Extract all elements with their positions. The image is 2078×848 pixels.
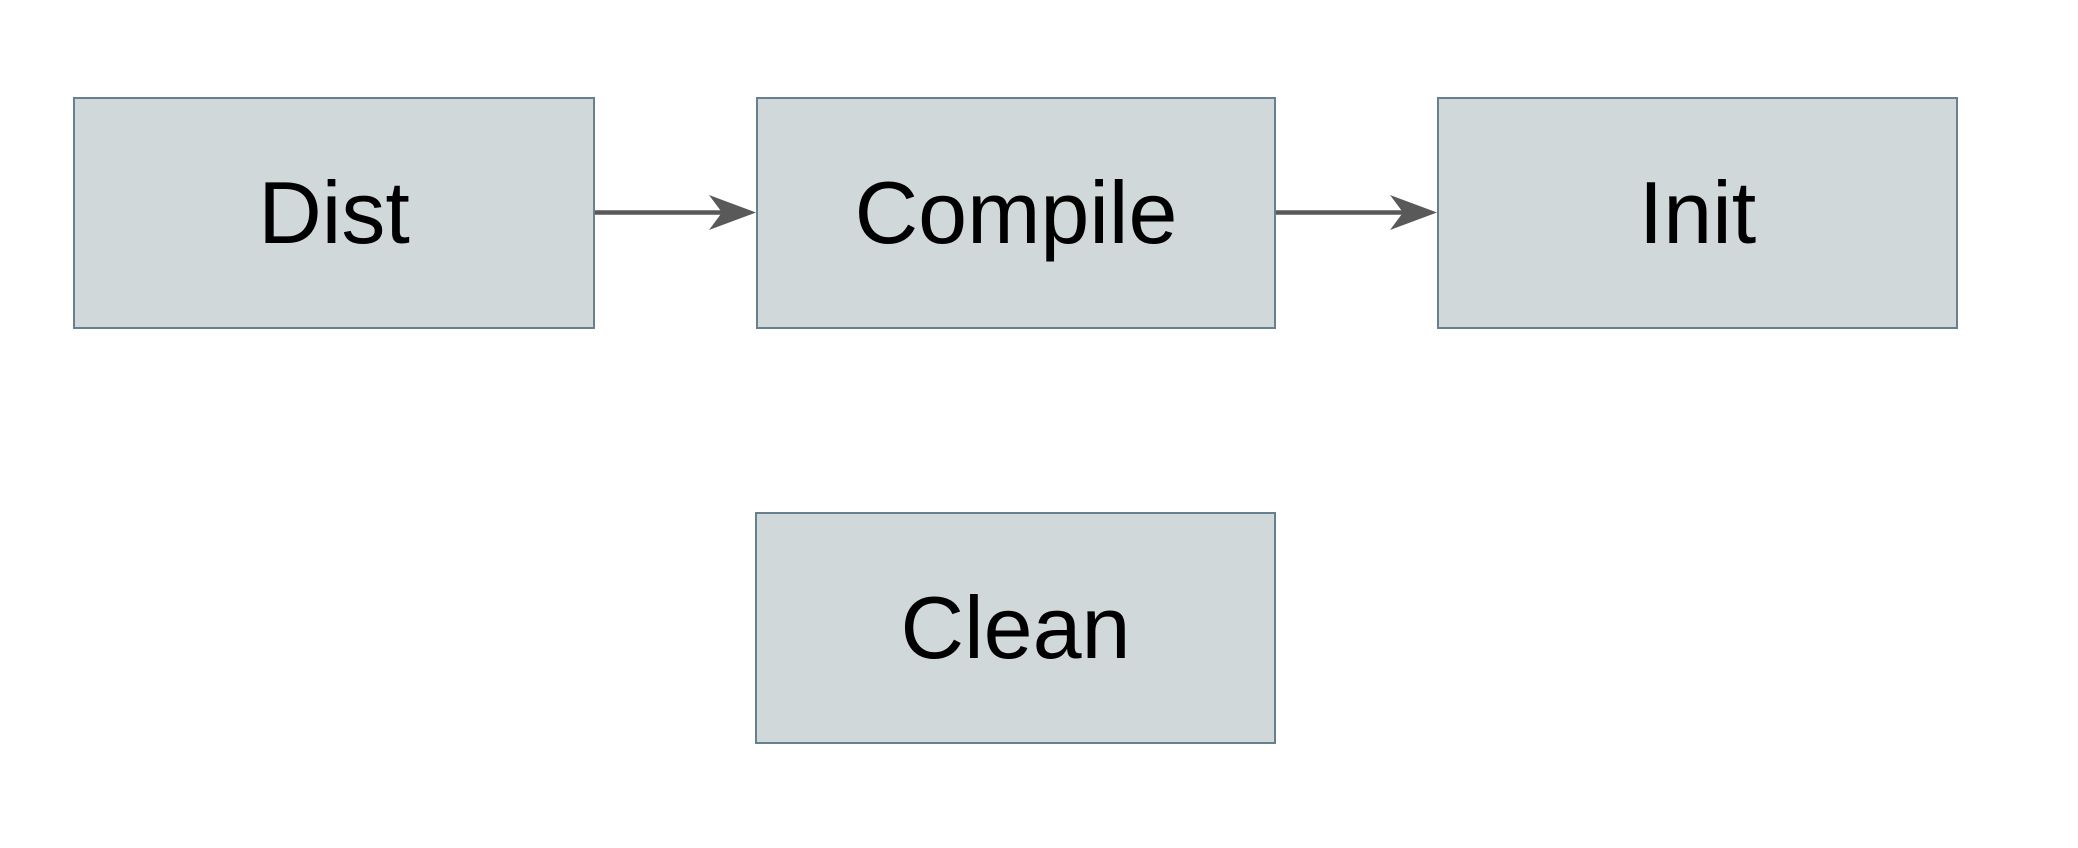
node-clean: Clean: [755, 512, 1276, 744]
arrow-head-icon: [709, 195, 756, 230]
node-compile-label: Compile: [854, 163, 1178, 262]
arrow-head-icon: [1390, 195, 1437, 230]
node-init: Init: [1437, 97, 1958, 329]
edge-dist-compile: [595, 195, 756, 230]
node-clean-label: Clean: [900, 578, 1131, 677]
edge-compile-init: [1276, 195, 1437, 230]
node-dist-label: Dist: [258, 163, 410, 262]
node-init-label: Init: [1638, 163, 1757, 262]
node-compile: Compile: [756, 97, 1276, 329]
node-dist: Dist: [73, 97, 595, 329]
